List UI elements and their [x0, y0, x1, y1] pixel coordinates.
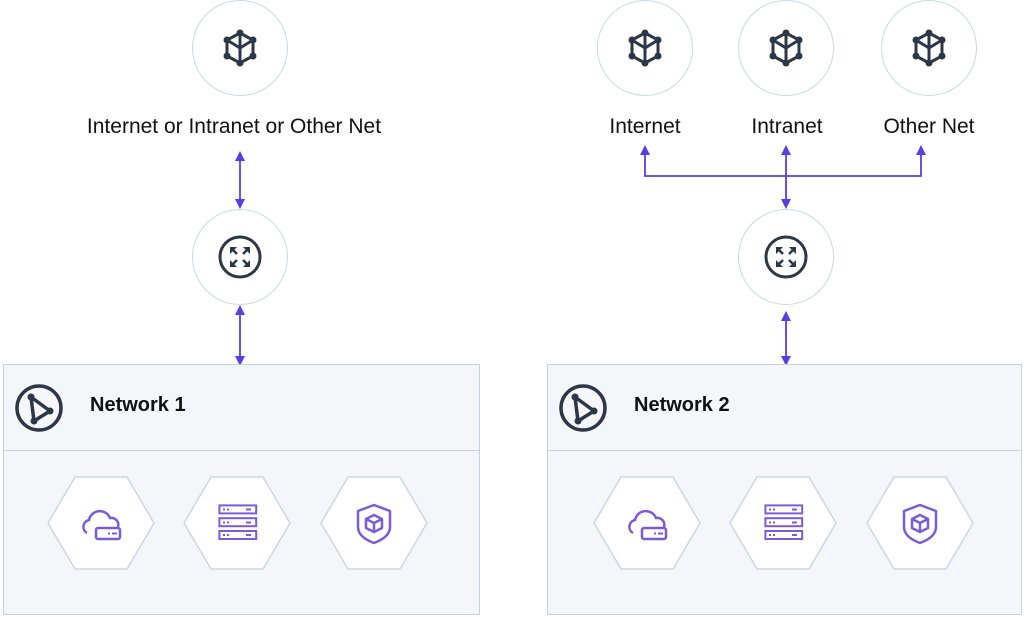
router-icon: [764, 235, 808, 279]
network-source-node: [192, 0, 288, 96]
network-1-title: Network 1: [90, 394, 186, 416]
router-icon: [218, 235, 262, 279]
network-cube-icon: [769, 29, 803, 67]
network-2-title: Network 2: [634, 394, 730, 416]
internet-node: [597, 0, 693, 96]
server-rack-hex: [183, 476, 291, 570]
server-rack-hex: [729, 476, 837, 570]
security-hex: [866, 476, 974, 570]
network-icon: [559, 384, 607, 432]
server-rack-icon: [764, 504, 804, 541]
cloud-server-icon: [628, 509, 668, 541]
internet-label: Internet: [609, 115, 681, 138]
router-node-1: [192, 209, 288, 305]
other-net-node: [881, 0, 977, 96]
other-net-label: Other Net: [883, 115, 975, 138]
shield-cube-icon: [902, 503, 938, 545]
security-hex: [320, 476, 428, 570]
connector-internet: [640, 145, 926, 177]
network-cube-icon: [912, 29, 946, 67]
network-icon: [15, 384, 63, 432]
server-rack-icon: [218, 504, 258, 541]
source-label: Internet or Intranet or Other Net: [86, 115, 382, 138]
cloud-server-hex: [47, 476, 155, 570]
network-1-header: Network 1: [4, 365, 479, 451]
router-node-2: [738, 209, 834, 305]
cloud-server-hex: [593, 476, 701, 570]
intranet-label: Intranet: [751, 115, 823, 138]
network-2-header: Network 2: [548, 365, 1021, 451]
network-cube-icon: [628, 29, 662, 67]
shield-cube-icon: [356, 503, 392, 545]
cloud-server-icon: [82, 509, 122, 541]
network-cube-icon: [223, 29, 257, 67]
intranet-node: [738, 0, 834, 96]
